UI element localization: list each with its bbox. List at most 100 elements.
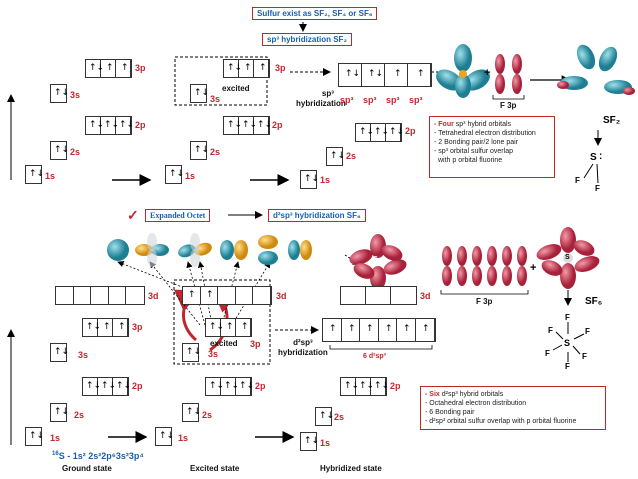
sp3-hybrid-box: ↑↓↑↓↑↑ [338,63,432,87]
sp3-cell-label-1: sp³ [340,95,354,105]
sf6-label: SF₆ [585,296,603,307]
sf2-lewis-lonepair: : [599,151,603,162]
sp3-cell-label-3: sp³ [386,95,400,105]
sf6-orbital-s: S [565,254,570,261]
excited-3p-label-b: 3p [250,339,261,349]
hyb-2s-box-b: ↑↓ [315,407,334,426]
excited-3d-box: ↑↑ [182,286,272,305]
excited-1s-label: 1s [185,171,196,181]
hyb-1s-label: 1s [320,175,331,185]
sf2-orbital-s-label: S [591,71,597,80]
hyb-2p-box-b: ↑↓↑↓↑↓ [340,377,389,396]
excited-2p-box: ↑↓↑↓↑↓ [223,116,272,135]
hyb-1s-label-b: 1s [320,438,331,448]
ground-1s-box: ↑↓ [25,165,44,184]
ground-3s-label: 3s [70,90,81,100]
title-expanded-octet: Expanded Octet [145,209,211,222]
ground-3s-label-b: 3s [78,350,89,360]
checkmark-icon: ✓ [127,207,139,223]
ground-1s-label: 1s [45,171,56,181]
hyb-2s-box: ↑↓ [326,147,345,166]
sf2-lewis-f2: F [595,184,600,193]
ground-3p-box-b: ↑↓↑↑ [82,318,129,337]
sf6-f-bottom: F [565,362,570,371]
caption-hybridized-state: Hybridized state [320,464,382,473]
excited-3s-box-b: ↑↓ [182,343,201,362]
title-sp3-sf2: sp³ hybridization SF₂ [262,33,352,46]
electron-configuration: 16S - 1s² 2s²2p⁶3s²3p⁴ [52,451,144,461]
excited-2s-box: ↑↓ [190,141,209,160]
excited-3p-label: 3p [275,63,286,73]
hyb-2s-label: 2s [346,151,357,161]
d2sp3-hybrid-box: ↑↑↑↑↑↑ [322,318,436,342]
ground-2p-label: 2p [135,120,146,130]
sf6-f-upper-left: F [548,326,553,335]
sf2-lewis-s: S [590,152,597,163]
ground-2s-label-b: 2s [74,410,85,420]
ground-2s-label: 2s [70,147,81,157]
excited-2s-label-b: 2s [202,410,213,420]
sf6-f-top: F [565,313,570,322]
plus-sign-top: + [484,67,491,79]
ground-3p-box: ↑↓↑↑ [85,59,132,78]
d2sp3-orbital-cluster [349,234,407,290]
info-box-d2sp3: - Six d²sp³ hybrid orbitals - Octahedral… [420,386,606,430]
excited-box-top [174,56,268,106]
excited-label-bottom: excited [210,339,238,348]
ground-2p-label-b: 2p [132,381,143,391]
sf6-orbital-model [536,227,600,289]
sp3-cell-label-4: sp³ [409,95,423,105]
sf2-lewis-f1: F [575,176,580,185]
hyb-2p-label: 2p [405,126,416,136]
sf2-bond-right [596,163,599,184]
sf6-s-center: S [564,338,571,348]
sp3-cell-label-2: sp³ [363,95,377,105]
excited-3p-box: ↑↓↑↑ [223,59,270,78]
ground-3p-label-b: 3p [132,322,143,332]
f3p-label-top: F 3p [500,101,517,110]
sf6-f-lower-left: F [545,349,550,358]
ground-2s-box: ↑↓ [50,141,69,160]
excited-2s-label: 2s [210,147,221,157]
ground-3d-label: 3d [148,291,159,301]
hyb-2p-label-b: 2p [390,381,401,391]
title-d2sp3-sf6: d²sp³ hybridization SF₆ [268,209,366,222]
hyb-2s-label-b: 2s [334,412,345,422]
p-orbital-x [135,233,169,267]
title-sulfur-exist: Sulfur exist as SF₂, SF₄ or SF₆ [252,7,378,20]
caption-excited-state: Excited state [190,464,240,473]
hyb-1s-box: ↑↓ [300,170,319,189]
excited-3s-box: ↑↓ [190,84,209,103]
ground-3d-box [55,286,145,305]
f3p-bracket-top [492,95,525,100]
excited-1s-box-b: ↑↓ [155,427,174,446]
excited-2p-box-b: ↑↓↑↓↑↓ [205,377,254,396]
hyb-1s-box-b: ↑↓ [300,432,319,451]
ground-3p-label: 3p [135,63,146,73]
ground-2s-box-b: ↑↓ [50,403,69,422]
f3p-orbitals-top [495,54,522,94]
excited-1s-label-b: 1s [178,433,189,443]
s-orbital [107,239,129,261]
sf6-f-lower-right: F [582,352,587,361]
excited-2s-box-b: ↑↓ [182,403,201,422]
excited-label-top: excited [222,84,250,93]
sf6-f-upper-right: F [585,327,590,336]
excited-box-bottom [173,279,271,365]
sf2-bond-left [583,163,594,179]
excited-1s-box: ↑↓ [165,165,184,184]
hyb-2p-box: ↑↓↑↓↑↓ [355,123,404,142]
d2sp3-bracket [329,345,433,350]
sf6-lewis-bonds [552,322,585,362]
ground-1s-label-b: 1s [50,433,61,443]
sf2-orbital-model [557,44,635,95]
ground-3s-box-b: ↑↓ [50,343,69,362]
f3p-bracket-bottom [440,290,529,295]
sp3-orbital-cluster [436,44,490,98]
sf2-label: SF₂ [603,115,621,126]
info-box-sp3: - Four sp³ hybrid orbitals - Tetrahedral… [429,116,555,178]
caption-ground-state: Ground state [62,464,112,473]
